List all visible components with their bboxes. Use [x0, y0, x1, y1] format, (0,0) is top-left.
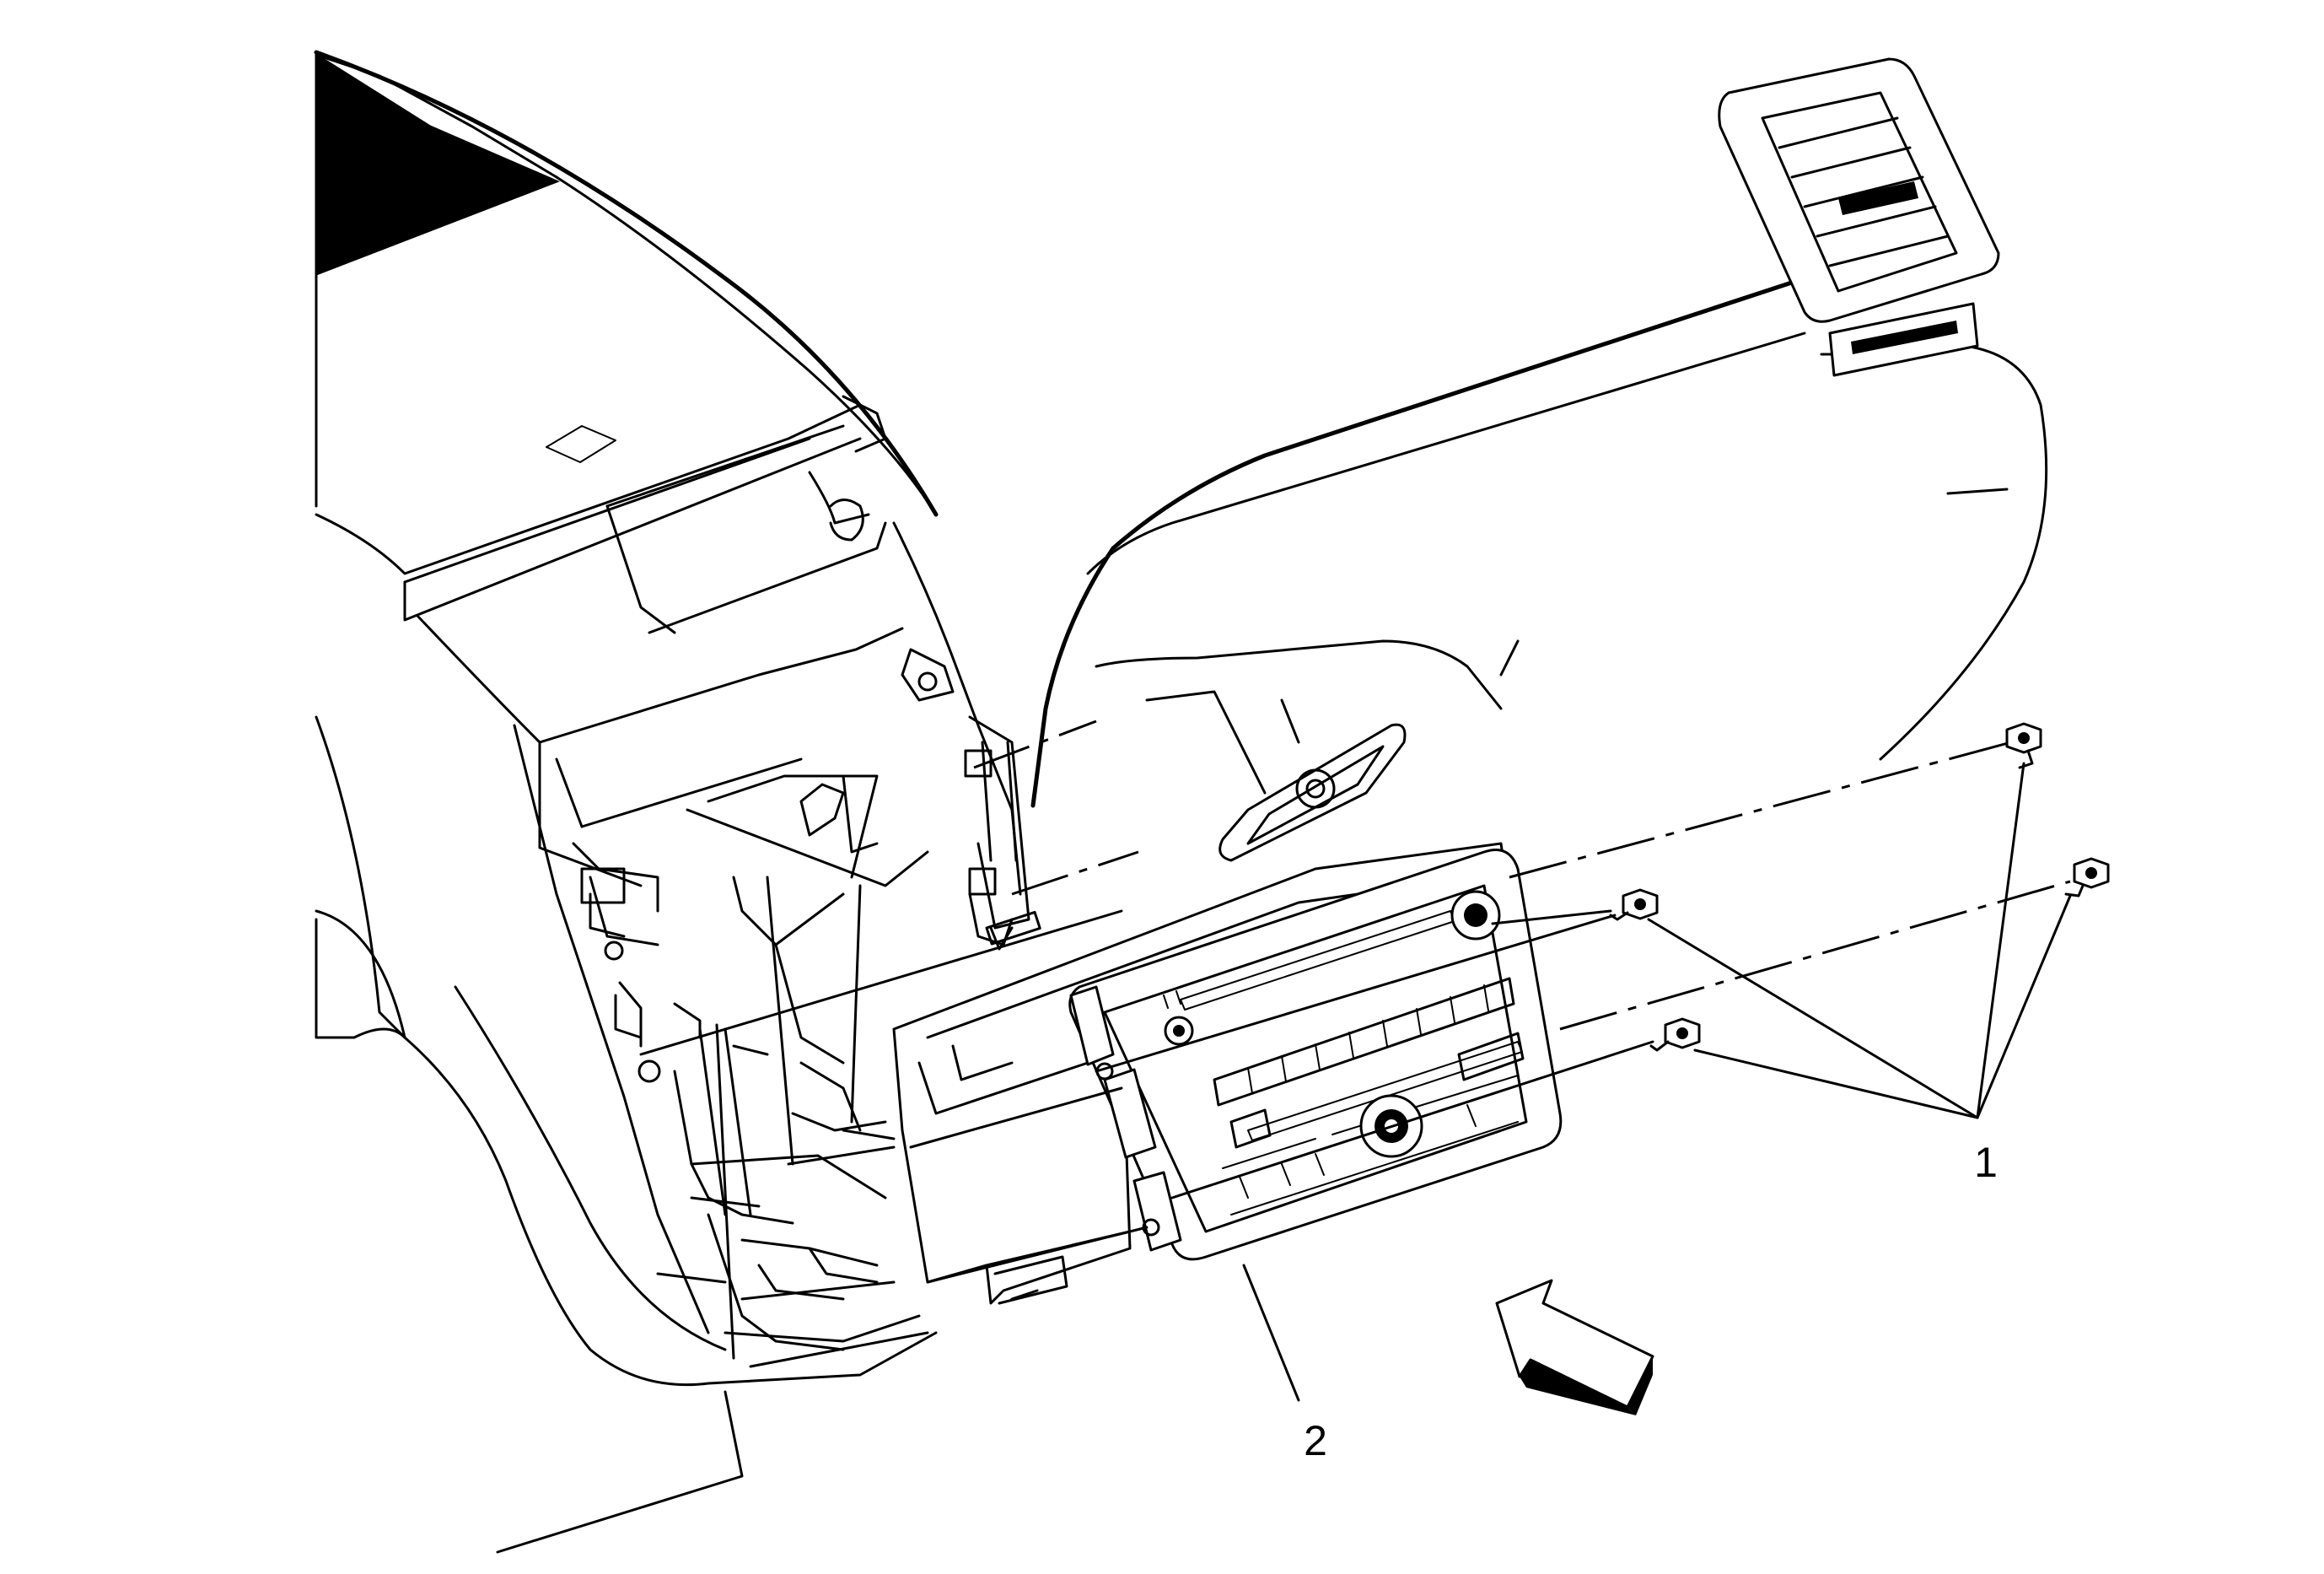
alignment-lines: [639, 720, 2071, 1360]
fastener-3: [1609, 888, 1659, 921]
callout-1: 1: [1974, 1139, 1998, 1186]
callout-2: 2: [1304, 1417, 1327, 1464]
dashboard-upper: [314, 50, 939, 622]
center-stack-opening: [416, 424, 1041, 1368]
leader-lines: [1242, 762, 2072, 1402]
radio-unit: [892, 842, 1563, 1305]
left-side-panel: [315, 715, 938, 1554]
windshield: [315, 52, 560, 277]
view-arrow-icon: [1495, 1279, 1654, 1415]
glove-box-handle: [1218, 723, 1407, 862]
air-vent: [1718, 57, 2000, 377]
fastener-2: [2064, 857, 2110, 898]
fasteners: [1609, 722, 2110, 1052]
fastener-1: [2005, 722, 2042, 769]
tuning-knob: [1450, 890, 1501, 941]
dashboard-right: [1030, 268, 2048, 808]
fastener-4: [1649, 1017, 1701, 1052]
